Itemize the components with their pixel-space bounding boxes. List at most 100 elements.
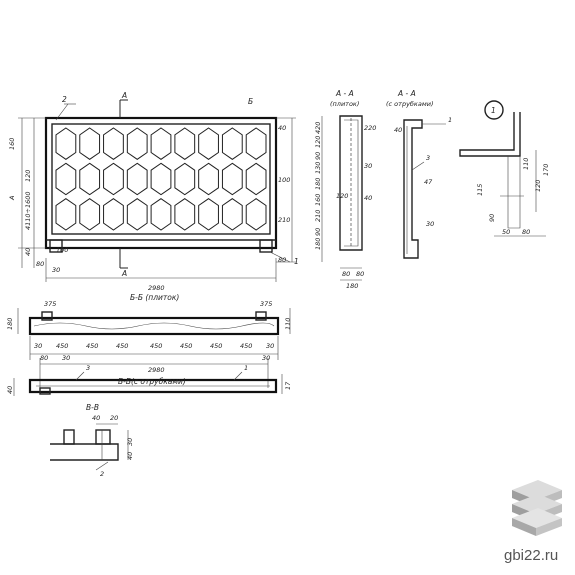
- lattice-cell: [174, 127, 196, 160]
- dimension-label: 90: [488, 214, 496, 222]
- dimension-label: 450: [150, 342, 162, 350]
- detail-1-marker: [484, 100, 504, 120]
- dimension-label: 40: [126, 452, 134, 460]
- section-bb-plan-title: Б-Б (плиток): [130, 293, 179, 302]
- section-aa-left-subtitle: (плиток): [330, 100, 359, 108]
- section-aa-right-leader-3: [411, 161, 425, 171]
- section-a-top-label: А: [121, 91, 127, 100]
- dimension-label: 210: [314, 210, 322, 222]
- lattice-cell: [79, 198, 101, 231]
- overall-length-dim: 2980: [148, 284, 165, 292]
- dimension-label: 3: [426, 154, 430, 162]
- dimension-label: 90: [314, 228, 322, 236]
- dimension-label: 120: [336, 192, 348, 200]
- vert-a-dim: 120: [24, 170, 32, 182]
- hex-lattice-pattern: [55, 127, 267, 231]
- section-aa-left-profile: [339, 115, 363, 251]
- section-bb-side-title: Б-Б(с отрубками): [118, 377, 186, 386]
- right-c-dim: 210: [278, 216, 290, 224]
- stacked-slabs-logo-icon: [512, 480, 562, 536]
- section-vv-body: [50, 443, 119, 461]
- left-label-a: А: [8, 196, 16, 201]
- lattice-cell: [55, 162, 77, 196]
- dimension-label: 30: [266, 342, 274, 350]
- lattice-cell: [55, 198, 77, 231]
- section-a-bottom-label: А: [121, 269, 127, 278]
- dimension-label: 450: [116, 342, 128, 350]
- bottom-b-dim: 80: [36, 260, 44, 268]
- bottom-a-dim: 100: [56, 246, 68, 254]
- dimension-label: 375: [260, 300, 272, 308]
- panel-inner-frame: [51, 123, 271, 235]
- section-aa-right-subtitle: (с отрубками): [386, 100, 434, 108]
- watermark-site: gbi22.ru: [504, 547, 558, 564]
- lattice-cell: [221, 127, 243, 160]
- dimension-label: 80: [40, 354, 48, 362]
- section-vv-title: В-В: [86, 403, 99, 412]
- dimension-label: 2: [100, 470, 104, 478]
- dimension-label: 220: [364, 124, 376, 132]
- front-view: 2 А А Б 2980 А 4110÷1600 120 40 160 100 …: [8, 91, 299, 292]
- vert-c-dim: 40: [24, 248, 32, 256]
- lattice-cell: [174, 198, 196, 231]
- dimension-label: 30: [364, 162, 372, 170]
- dimension-label: 180: [314, 178, 322, 190]
- lattice-cell: [55, 127, 77, 160]
- section-bb-plan-lug-left: [41, 311, 53, 321]
- dimension-label: 20: [110, 414, 118, 422]
- section-bb-plan-body: [28, 316, 280, 336]
- lattice-cell: [221, 162, 243, 196]
- dimension-label: 450: [240, 342, 252, 350]
- vert-total-dim: 4110÷1600: [24, 191, 32, 230]
- dimension-label: 80: [356, 270, 364, 278]
- dimension-label: 30: [34, 342, 42, 350]
- panel-leg-left: [49, 239, 63, 253]
- dimension-label: 375: [44, 300, 56, 308]
- detail-1-web: [507, 156, 521, 229]
- section-bb-side-leader-1: [233, 371, 243, 381]
- lattice-cell: [198, 127, 219, 160]
- lattice-cell: [150, 198, 172, 231]
- dimension-label: 40: [6, 386, 14, 394]
- dimension-label: 40: [364, 194, 372, 202]
- lattice-cell: [150, 162, 172, 196]
- dimension-label: 30: [126, 438, 134, 446]
- panel-outline: [44, 116, 278, 250]
- lattice-cell: [103, 127, 124, 160]
- dimension-label: 80: [342, 270, 350, 278]
- lattice-cell: [198, 162, 219, 196]
- note-1-label: 1: [294, 257, 299, 266]
- lattice-cell: [79, 127, 101, 160]
- section-b-label: Б: [248, 97, 253, 106]
- right-a-dim: 40: [278, 124, 286, 132]
- section-bb-plan-wave: [33, 322, 275, 330]
- dimension-label: 130: [314, 162, 322, 174]
- section-vv-leader-2: [95, 461, 109, 471]
- right-d-dim: 80: [278, 256, 286, 264]
- dimension-label: 90: [314, 152, 322, 160]
- section-vv-lug-right: [95, 429, 111, 445]
- lattice-cell: [150, 127, 172, 160]
- section-aa-plitok: А - А (плиток) 4201209013018016021090180…: [314, 89, 376, 290]
- right-b-dim: 100: [278, 176, 290, 184]
- bottom-c-dim: 30: [52, 266, 60, 274]
- dimension-label: 1: [448, 116, 452, 124]
- section-bb-side-leader-3: [75, 371, 85, 381]
- dimension-label: 30: [62, 354, 70, 362]
- detail-1-marker-label: 1: [491, 106, 496, 115]
- dimension-label: 450: [56, 342, 68, 350]
- dimension-label: 1: [244, 364, 248, 372]
- dimension-label: 110: [284, 318, 292, 330]
- lattice-cell: [174, 162, 196, 196]
- dimension-label: 50: [502, 228, 510, 236]
- dimension-label: 110: [522, 158, 530, 170]
